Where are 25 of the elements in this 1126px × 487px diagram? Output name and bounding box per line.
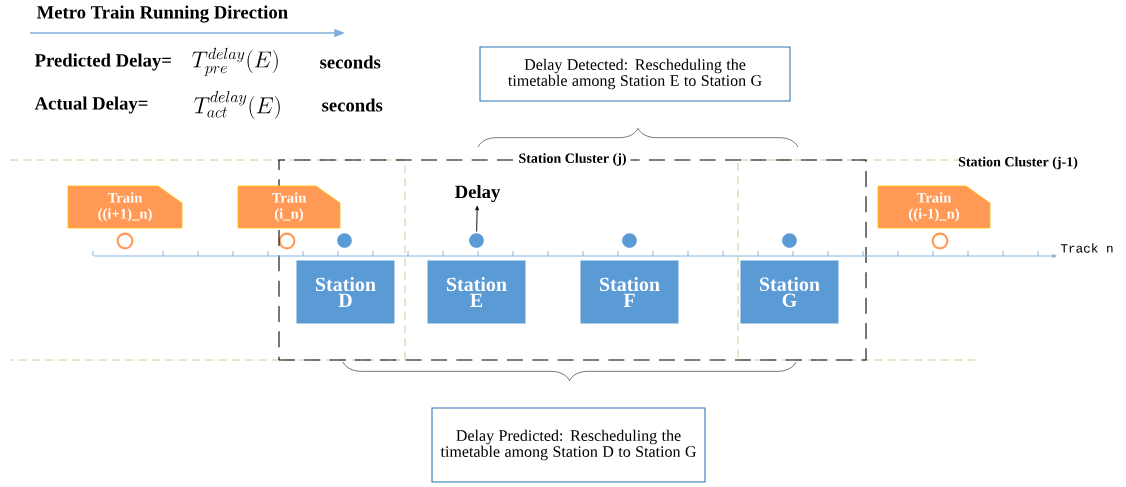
equation-text: seconds bbox=[320, 55, 381, 69]
equation-text: Predicted Delay= bbox=[34, 53, 171, 71]
arrow bbox=[93, 254, 1057, 258]
station-dot bbox=[622, 233, 637, 248]
formula: $T_{act}^{delay}(E)$ bbox=[194, 91, 280, 119]
legend-title: Metro Train Running Direction bbox=[36, 5, 288, 23]
station-box: Station D bbox=[296, 260, 395, 324]
arrow bbox=[475, 205, 480, 232]
train-tag: Train ((i-1)_n) bbox=[877, 185, 991, 229]
cluster-label: Station Cluster (j-1) bbox=[958, 156, 1078, 170]
station-box: Station E bbox=[427, 260, 526, 324]
station-dot bbox=[337, 233, 352, 248]
note-box: Delay Detected: Rescheduling the timetable among Station E to Station G bbox=[479, 46, 791, 102]
equation-text: Actual Delay= bbox=[34, 96, 148, 114]
equation-text: seconds bbox=[322, 98, 383, 112]
formula: $T_{pre}^{delay}(E)$ bbox=[192, 47, 278, 77]
station-box: Station F bbox=[580, 260, 679, 324]
note-box: Delay Predicted: Rescheduling the timetable among Station D to Station G bbox=[431, 407, 706, 483]
train-tag: Train ((i+1)_n) bbox=[67, 185, 183, 229]
track-label: Track n bbox=[1060, 243, 1113, 253]
station-dot bbox=[469, 233, 484, 248]
station-dot bbox=[782, 233, 797, 248]
station-box: Station G bbox=[740, 260, 839, 324]
delay-label: Delay bbox=[455, 184, 501, 202]
train-tag: Train (i_n) bbox=[237, 185, 341, 229]
